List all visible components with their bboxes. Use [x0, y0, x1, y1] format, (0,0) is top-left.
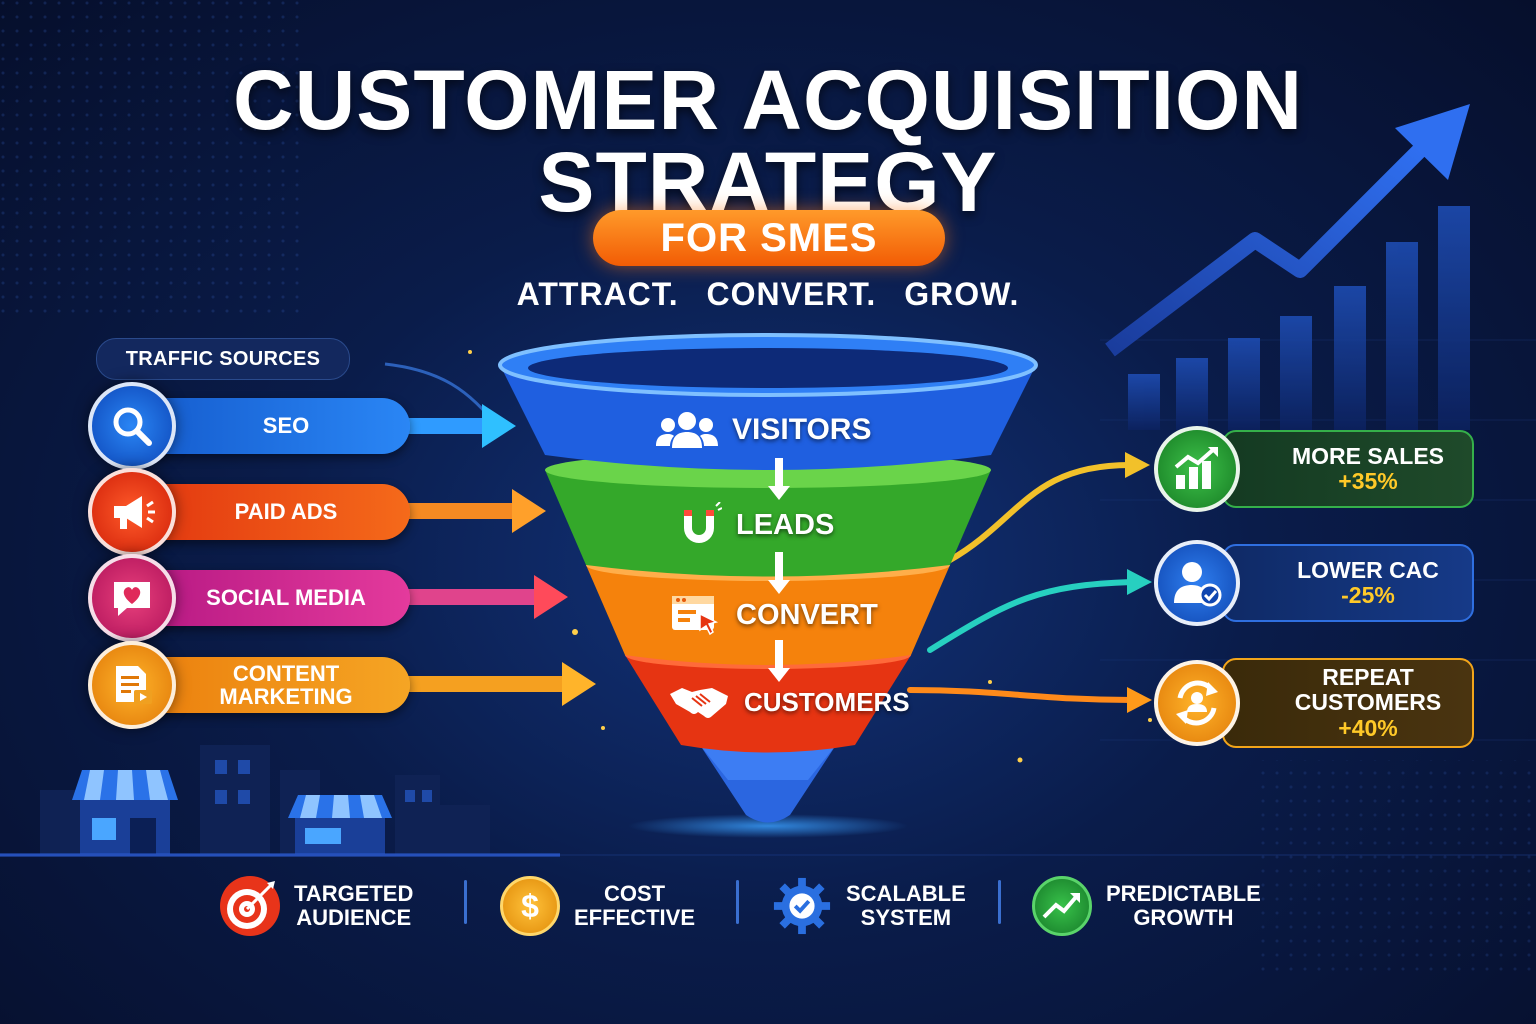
growth-arrow-decoration — [1105, 144, 1426, 357]
result-value: +40% — [1338, 714, 1398, 741]
result-label: MORE SALES — [1291, 442, 1445, 469]
benefit-line2: GROWTH — [1133, 905, 1234, 930]
benefit-line2: AUDIENCE — [296, 905, 412, 930]
target-icon — [220, 876, 280, 936]
document-video-icon — [88, 641, 176, 729]
browser-cursor-icon — [672, 596, 719, 636]
traffic-source-label: SOCIAL MEDIA — [206, 585, 366, 611]
storefront-icon — [72, 770, 178, 855]
result-repeat-customers: REPEAT CUSTOMERS +40% — [1222, 658, 1474, 748]
result-value: +35% — [1338, 468, 1398, 494]
funnel-stage-label: CUSTOMERS — [744, 686, 910, 717]
benefit-line1: PREDICTABLE — [1106, 881, 1261, 907]
users-icon — [656, 412, 718, 448]
subtitle-badge: FOR SMES — [593, 210, 945, 266]
divider — [464, 880, 467, 924]
handshake-icon — [670, 688, 728, 718]
benefit-line1: TARGETED — [294, 881, 414, 907]
benefit-line1: SCALABLE — [846, 881, 966, 907]
source-arrows — [405, 404, 596, 706]
divider — [998, 880, 1001, 924]
dollar-coin-icon: $ — [500, 876, 560, 936]
benefit-line2: SYSTEM — [860, 905, 952, 930]
result-value: -25% — [1341, 582, 1395, 608]
result-more-sales: MORE SALES +35% — [1222, 430, 1474, 508]
growth-bars-decoration — [1128, 206, 1470, 430]
result-label: REPEAT CUSTOMERS — [1294, 664, 1442, 716]
benefit-line1: COST — [603, 881, 666, 907]
trend-up-icon — [1032, 876, 1092, 936]
traffic-source-label: CONTENT MARKETING — [219, 660, 353, 709]
storefront-icon — [288, 795, 392, 855]
page-title-line1: CUSTOMER ACQUISITION — [232, 53, 1304, 147]
city-skyline-decoration — [40, 745, 490, 855]
funnel-graphic — [498, 333, 1038, 823]
funnel-stage-label: VISITORS — [732, 413, 872, 446]
tagline: ATTRACT. CONVERT. GROW. — [516, 276, 1020, 312]
user-check-icon — [1154, 540, 1240, 626]
repeat-user-icon — [1154, 660, 1240, 746]
benefit-line2: EFFECTIVE — [574, 905, 696, 930]
funnel-stage-label: CONVERT — [736, 598, 878, 631]
funnel-stage-visitors: VISITORS — [656, 410, 871, 450]
magnet-icon — [684, 502, 722, 543]
traffic-sources-header: TRAFFIC SOURCES — [96, 338, 350, 380]
megaphone-icon — [88, 468, 176, 556]
traffic-source-label: SEO — [262, 413, 310, 439]
gear-check-icon — [772, 876, 832, 936]
traffic-source-label: PAID ADS — [234, 499, 338, 525]
result-lower-cac: LOWER CAC -25% — [1222, 544, 1474, 622]
funnel-stage-convert: CONVERT — [670, 592, 878, 638]
search-icon — [88, 382, 176, 470]
bar-chart-up-icon — [1154, 426, 1240, 512]
divider — [736, 880, 739, 924]
heart-chat-icon — [88, 554, 176, 642]
funnel-stage-label: LEADS — [736, 508, 835, 541]
result-label: LOWER CAC — [1297, 556, 1439, 583]
funnel-stage-leads: LEADS — [676, 502, 834, 548]
funnel-stage-customers: CUSTOMERS — [668, 682, 910, 722]
result-connectors — [907, 462, 1135, 703]
